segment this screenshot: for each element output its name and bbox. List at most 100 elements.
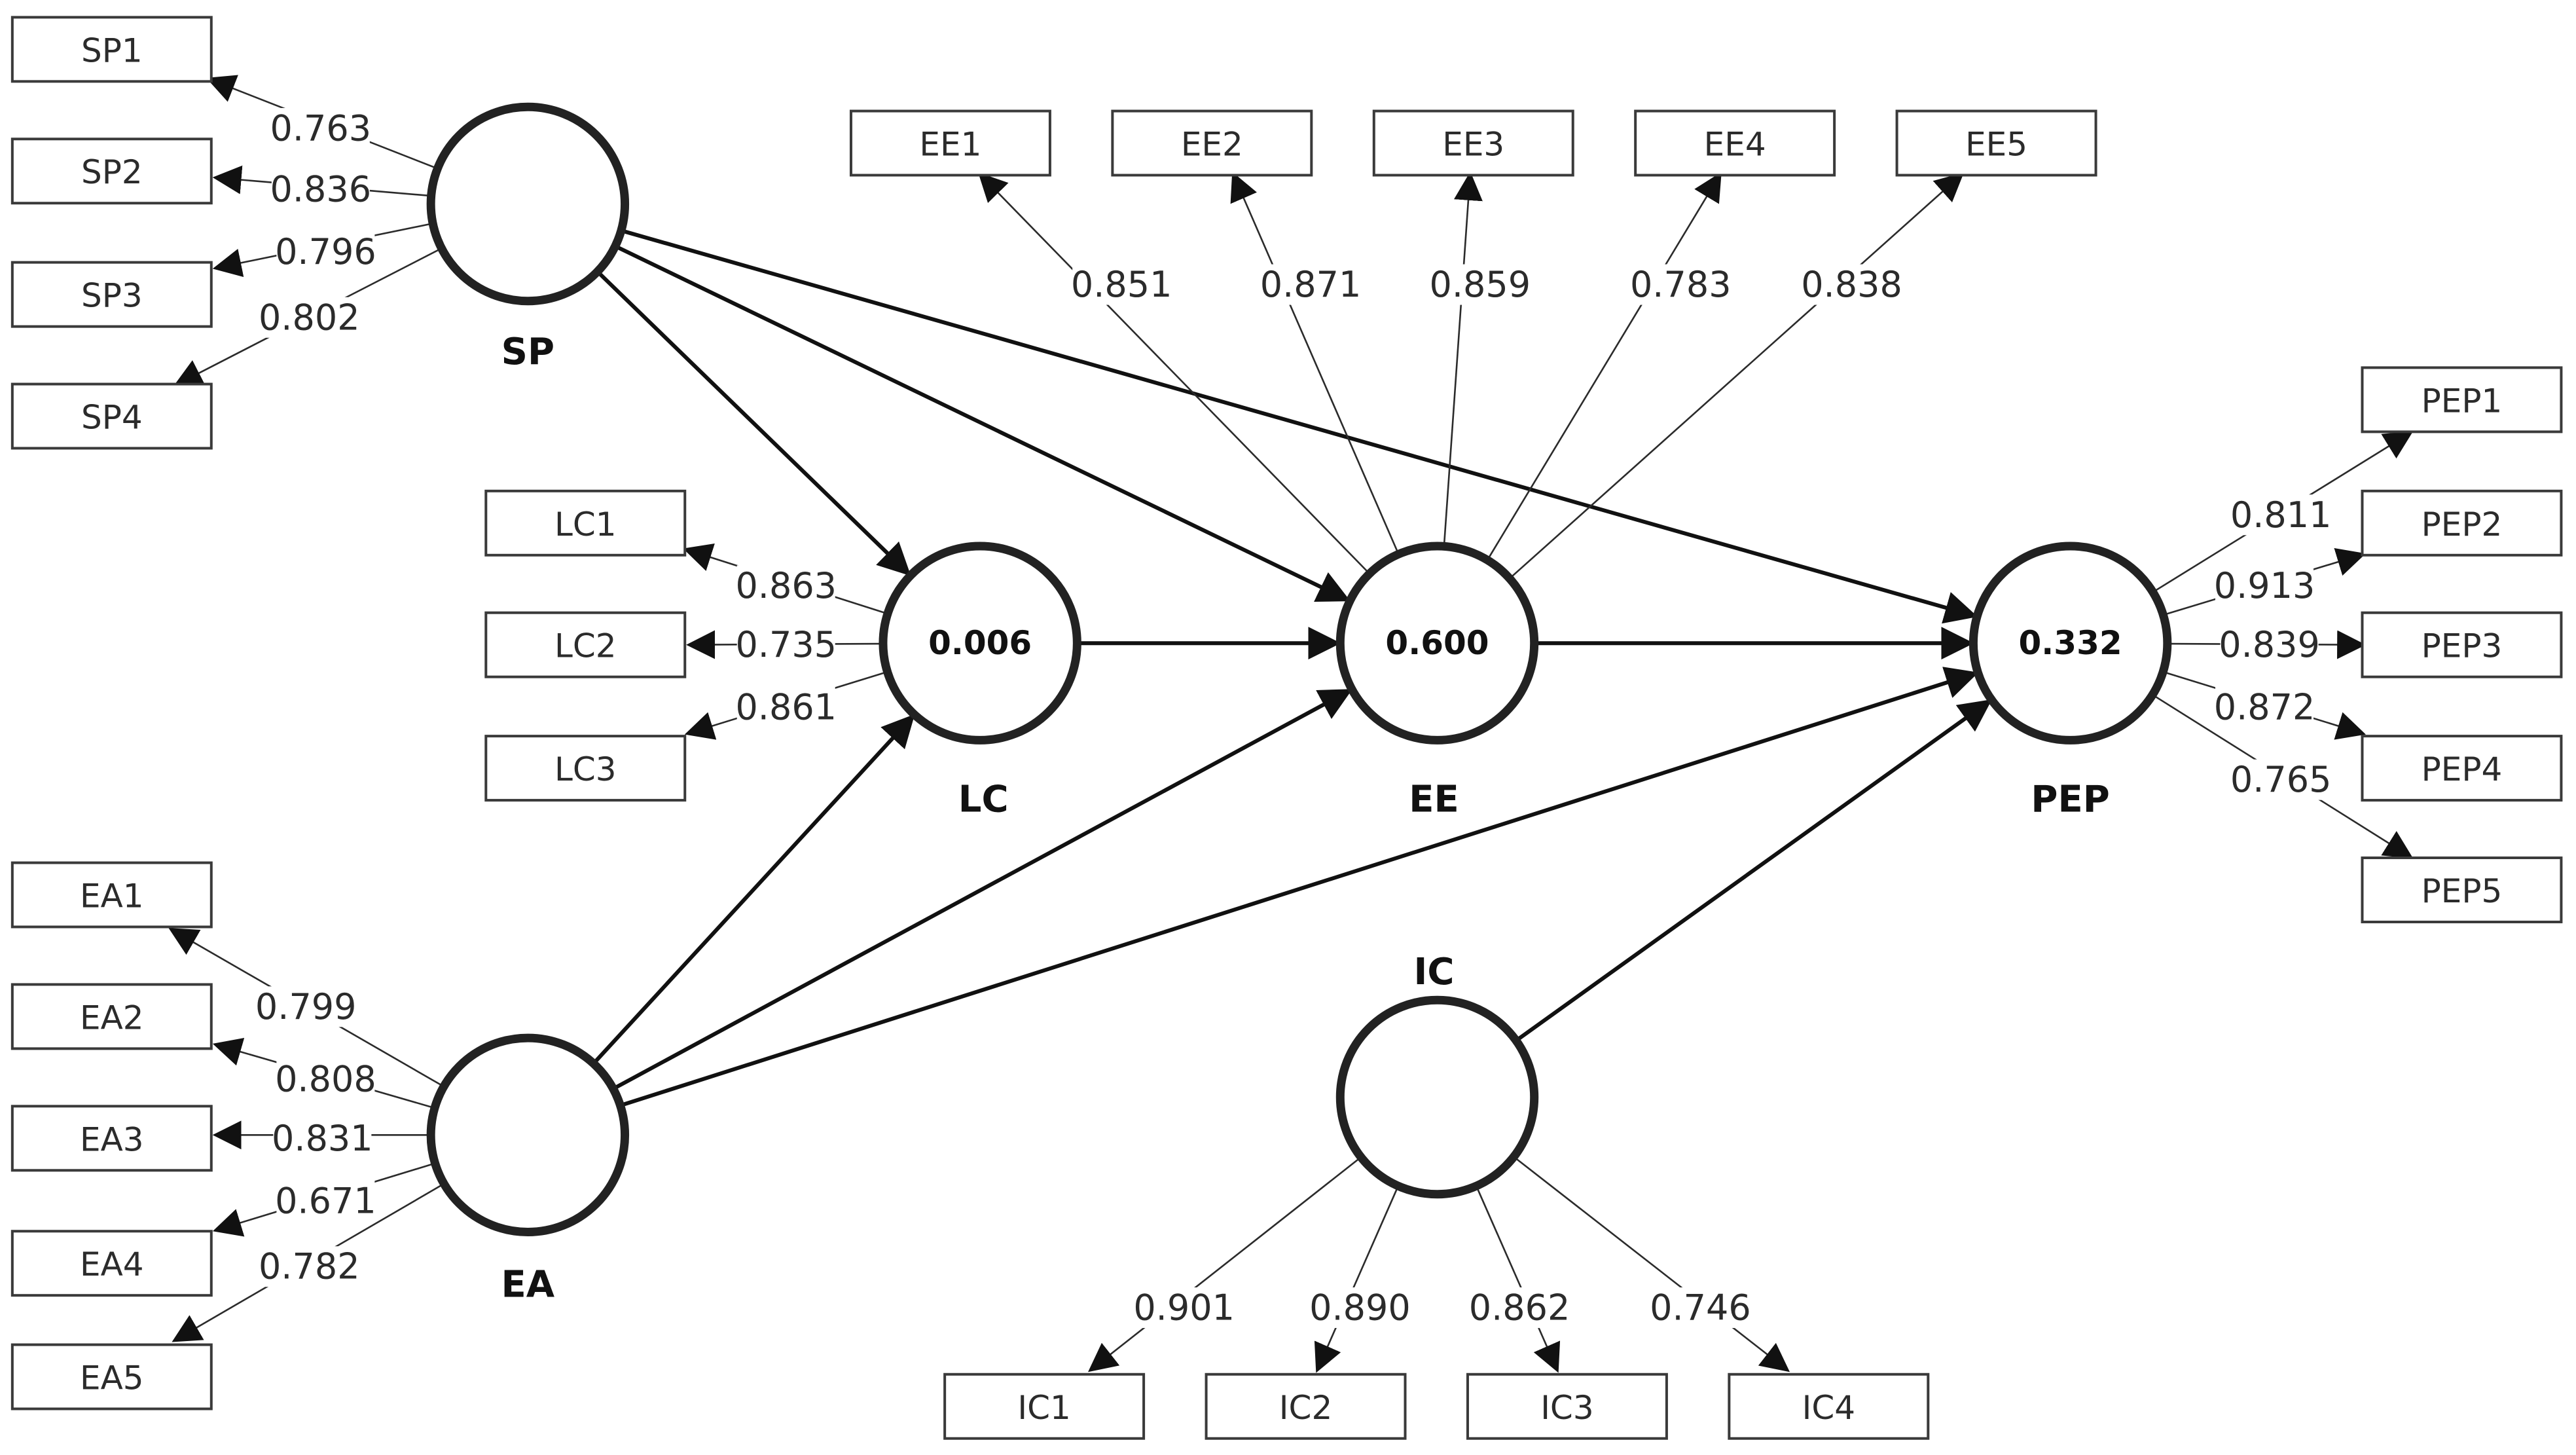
indicator-box-sp4 [10, 382, 213, 450]
indicator-label-ic4: IC4 [1802, 1389, 1855, 1427]
loading-value-pep4: 0.872 [2214, 687, 2315, 728]
loading-label-bg [736, 565, 835, 606]
loading-value-pep5: 0.765 [2230, 759, 2332, 800]
loading-value-ee3: 0.859 [1430, 264, 1531, 305]
loading-value-ea2: 0.808 [275, 1058, 376, 1099]
loading-value-pep1: 0.811 [2230, 494, 2332, 536]
loading-label-bg [1261, 264, 1360, 305]
loading-value-ee1: 0.851 [1071, 264, 1172, 305]
loading-arrow-ee1 [978, 172, 1370, 575]
indicator-label-sp4: SP4 [81, 399, 143, 437]
indicator-box-ic3 [1466, 1372, 1668, 1440]
path-arrow-ic-to-pep [1515, 699, 1992, 1042]
loading-label-bg [2220, 624, 2319, 665]
indicator-box-ee2 [1111, 109, 1313, 177]
loading-value-pep3: 0.839 [2219, 624, 2320, 665]
indicator-box-ic4 [1728, 1372, 1930, 1440]
construct-label-sp: SP [501, 331, 554, 373]
construct-label-ee: EE [1409, 778, 1459, 820]
loading-value-lc1: 0.863 [735, 565, 837, 606]
loading-label-bg [1470, 1287, 1569, 1329]
loading-arrow-ic3 [1475, 1185, 1561, 1373]
loading-value-sp4: 0.802 [259, 297, 360, 338]
construct-label-ic: IC [1413, 951, 1454, 993]
loading-value-ee4: 0.783 [1630, 264, 1732, 305]
indicator-label-ic1: IC1 [1017, 1389, 1070, 1427]
loading-value-ea3: 0.831 [272, 1118, 373, 1159]
construct-circle-ee [1335, 542, 1539, 745]
loading-arrow-ic4 [1513, 1156, 1790, 1372]
indicator-label-pep1: PEP1 [2422, 382, 2503, 420]
indicator-box-lc2 [484, 611, 687, 678]
path-arrow-ea-to-pep [619, 667, 1979, 1108]
loading-value-ea4: 0.671 [275, 1180, 376, 1221]
indicator-box-ea3 [10, 1105, 213, 1172]
loading-label-bg [1134, 1287, 1233, 1329]
r-squared-lc: 0.006 [928, 624, 1032, 662]
loading-label-bg [260, 1246, 359, 1287]
loading-label-bg [1430, 264, 1529, 305]
path-arrow-sp-to-lc [596, 270, 911, 576]
indicator-box-sp2 [10, 138, 213, 205]
indicator-label-ea5: EA5 [80, 1359, 144, 1397]
indicator-box-ee1 [849, 109, 1051, 177]
construct-label-ea: EA [501, 1263, 555, 1306]
loading-label-bg [273, 1118, 372, 1159]
indicator-label-ee2: EE2 [1181, 126, 1243, 164]
loading-value-ic3: 0.862 [1469, 1287, 1570, 1329]
loading-label-bg [1631, 264, 1730, 305]
loading-label-bg [1072, 264, 1171, 305]
indicator-box-pep1 [2361, 366, 2563, 433]
loading-value-sp1: 0.763 [270, 107, 372, 149]
loading-label-bg [271, 168, 370, 210]
indicator-label-pep4: PEP4 [2422, 750, 2503, 788]
indicator-box-ee3 [1372, 109, 1574, 177]
loading-value-sp3: 0.796 [275, 231, 376, 272]
loading-label-bg [2232, 759, 2331, 800]
indicator-label-pep5: PEP5 [2422, 872, 2503, 910]
structural-paths [592, 229, 1992, 1108]
indicator-box-ic1 [943, 1372, 1146, 1440]
construct-circle-ea [426, 1033, 630, 1236]
indicator-box-ee4 [1634, 109, 1836, 177]
indicator-label-lc3: LC3 [554, 750, 617, 788]
indicator-label-lc1: LC1 [554, 506, 617, 543]
indicator-label-ee3: EE3 [1442, 126, 1504, 164]
loading-value-ic1: 0.901 [1133, 1287, 1235, 1329]
loading-value-ea1: 0.799 [255, 986, 357, 1027]
loading-arrow-ee2 [1230, 172, 1400, 555]
indicator-label-sp3: SP3 [81, 277, 143, 315]
loading-value-pep2: 0.913 [2214, 565, 2315, 606]
indicator-box-pep5 [2361, 856, 2563, 923]
loading-value-ic4: 0.746 [1650, 1287, 1751, 1329]
indicator-label-ee4: EE4 [1704, 126, 1766, 164]
indicator-box-pep3 [2361, 611, 2563, 678]
loading-label-bg [276, 1180, 375, 1221]
loading-arrow-ee4 [1486, 172, 1722, 561]
path-arrow-sp-to-ee [614, 244, 1351, 602]
loading-label-bg [260, 297, 359, 338]
loading-label-bg [736, 624, 835, 665]
loading-label-bg [257, 986, 355, 1027]
loading-arrow-ee3 [1443, 171, 1483, 547]
loading-arrow-ic2 [1314, 1185, 1400, 1373]
measurement-paths: 0.7630.8360.7960.8020.8630.7350.8610.851… [168, 75, 2414, 1373]
construct-label-lc: LC [958, 778, 1009, 820]
indicator-label-ea4: EA4 [80, 1245, 144, 1283]
loading-label-bg [2232, 494, 2331, 536]
indicator-box-pep4 [2361, 735, 2563, 802]
indicator-box-ea5 [10, 1343, 213, 1410]
construct-circle-sp [426, 102, 630, 306]
r-squared-ee: 0.600 [1385, 624, 1489, 662]
path-arrow-ea-to-lc [592, 714, 915, 1065]
indicator-box-ee5 [1895, 109, 2097, 177]
loading-label-bg [736, 687, 835, 728]
loading-label-bg [1311, 1287, 1409, 1329]
loading-arrow-ic1 [1087, 1156, 1362, 1372]
indicator-box-sp1 [10, 16, 213, 83]
indicator-box-sp3 [10, 261, 213, 328]
construct-circle-pep [1968, 542, 2172, 745]
construct-circle-lc [879, 542, 1081, 745]
